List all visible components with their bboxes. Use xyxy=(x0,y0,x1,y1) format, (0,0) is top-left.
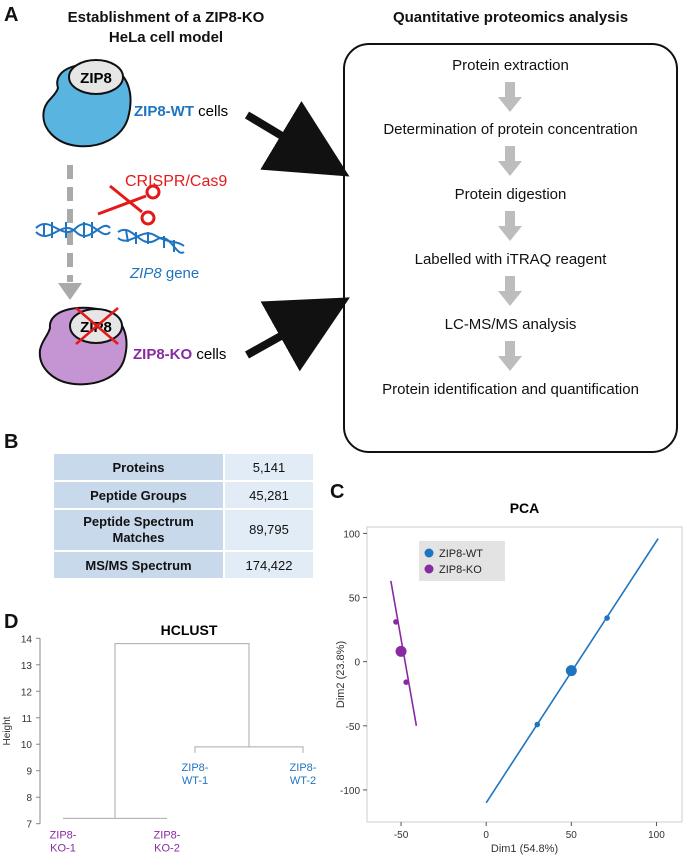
y-tick-label: 12 xyxy=(21,687,33,698)
panel-a-illustration: ZIP8 ZIP8-WT cells CRISPR/Cas9 ZIP8 gene… xyxy=(35,59,522,386)
leaf-label: ZIP8- xyxy=(290,762,317,774)
cluster-branch-root xyxy=(114,643,250,819)
dna-left xyxy=(35,222,111,238)
y-tick-label: 14 xyxy=(21,634,33,645)
x-tick-label: 0 xyxy=(483,830,489,841)
x-tick-label: 100 xyxy=(648,830,665,841)
legend-box xyxy=(419,541,505,581)
wt-protein-label: ZIP8 xyxy=(80,70,112,87)
chart-title: HCLUST xyxy=(161,622,218,638)
table-row: Peptide Spectrum Matches 89,795 xyxy=(54,510,313,550)
legend-label: ZIP8-WT xyxy=(439,548,483,560)
panel-a-title: Establishment of a ZIP8-KO HeLa cell mod… xyxy=(16,8,316,48)
x-tick-label: 50 xyxy=(566,830,578,841)
stats-table: Proteins 5,141 Peptide Groups 45,281 Pep… xyxy=(52,452,315,580)
x-axis-label: Dim1 (54.8%) xyxy=(491,843,558,855)
dashed-arrow-head xyxy=(58,283,82,300)
y-tick-label: 0 xyxy=(354,658,360,669)
knockout-cross-icon xyxy=(75,307,119,345)
data-point xyxy=(604,615,610,621)
workflow-step-3: Protein digestion xyxy=(454,186,567,203)
leaf-label: ZIP8- xyxy=(154,829,181,841)
row-value: 45,281 xyxy=(225,482,313,508)
y-tick-label: 13 xyxy=(21,661,33,672)
row-value: 174,422 xyxy=(225,552,313,578)
wt-to-workflow-arrow xyxy=(244,101,350,177)
scissors-icon xyxy=(97,184,161,226)
workflow-arrows xyxy=(498,82,522,371)
legend-marker xyxy=(424,564,434,574)
panel-c-letter: C xyxy=(330,481,345,503)
ko-to-workflow-arrow xyxy=(245,297,350,372)
y-tick-label: 9 xyxy=(26,767,32,778)
y-tick-label: 100 xyxy=(343,529,360,540)
row-value: 5,141 xyxy=(225,454,313,480)
workflow-step-2: Determination of protein concentration xyxy=(383,121,638,138)
centroid-point xyxy=(395,645,407,657)
y-axis-label: Dim2 (23.8%) xyxy=(335,641,347,708)
table-row: MS/MS Spectrum 174,422 xyxy=(54,552,313,578)
y-tick-label: 8 xyxy=(26,793,32,804)
y-tick-label: 11 xyxy=(22,714,33,725)
workflow-step-5: LC-MS/MS analysis xyxy=(444,316,577,333)
panel-d-letter: D xyxy=(4,611,19,633)
plot-frame xyxy=(366,526,683,823)
leaf-label: WT-1 xyxy=(182,775,208,787)
workflow-step-1: Protein extraction xyxy=(452,57,569,74)
legend-label: ZIP8-KO xyxy=(439,564,482,576)
y-tick-label: 10 xyxy=(21,740,33,751)
x-tick-label: -50 xyxy=(394,830,409,841)
row-label: MS/MS Spectrum xyxy=(54,552,223,578)
row-label-line-2: Matches xyxy=(112,530,165,545)
cluster-branch-wt xyxy=(194,746,304,753)
centroid-point xyxy=(565,665,577,677)
row-value: 89,795 xyxy=(225,510,313,550)
panel-a-letter: A xyxy=(4,4,19,26)
workflow-step-4: Labelled with iTRAQ reagent xyxy=(414,251,607,268)
leaf-label: WT-2 xyxy=(290,775,316,787)
table-row: Peptide Groups 45,281 xyxy=(54,482,313,508)
title-line-1: Establishment of a ZIP8-KO xyxy=(67,9,265,26)
chart-title: PCA xyxy=(510,500,540,516)
data-point xyxy=(534,721,541,728)
y-tick-label: 50 xyxy=(349,594,361,605)
wt-protein-shape xyxy=(68,59,124,95)
y-tick-label: -50 xyxy=(346,722,361,733)
row-label-line-1: Peptide Spectrum xyxy=(83,514,194,529)
workflow-box xyxy=(343,43,678,453)
leaf-label: KO-2 xyxy=(154,842,180,854)
row-label: Peptide Spectrum Matches xyxy=(54,510,223,550)
row-label: Proteins xyxy=(54,454,223,480)
crispr-label: CRISPR/Cas9 xyxy=(125,173,227,190)
title-line-2: HeLa cell model xyxy=(108,29,224,46)
leaf-label: ZIP8- xyxy=(50,829,77,841)
wt-cell-label: ZIP8-WT cells xyxy=(134,103,228,120)
dna-right xyxy=(117,228,185,254)
data-point xyxy=(393,619,399,625)
workflow-step-6: Protein identification and quantificatio… xyxy=(382,381,639,398)
dendrogram-chart: HCLUST7891011121314HeightZIP8-KO-1ZIP8-K… xyxy=(2,622,317,854)
workflow-title: Quantitative proteomics analysis xyxy=(392,9,629,26)
table-row: Proteins 5,141 xyxy=(54,454,313,480)
leaf-label: ZIP8- xyxy=(182,762,209,774)
y-axis-label: Height xyxy=(2,716,13,745)
panel-b-letter: B xyxy=(4,431,19,453)
row-label: Peptide Groups xyxy=(54,482,223,508)
data-point xyxy=(403,679,409,685)
y-tick-label: -100 xyxy=(340,786,360,797)
y-tick-label: 7 xyxy=(26,820,32,831)
legend-marker xyxy=(424,548,434,558)
ko-cell-label: ZIP8-KO cells xyxy=(133,346,226,363)
leaf-label: KO-1 xyxy=(50,842,76,854)
gene-label: ZIP8 gene xyxy=(129,265,199,282)
